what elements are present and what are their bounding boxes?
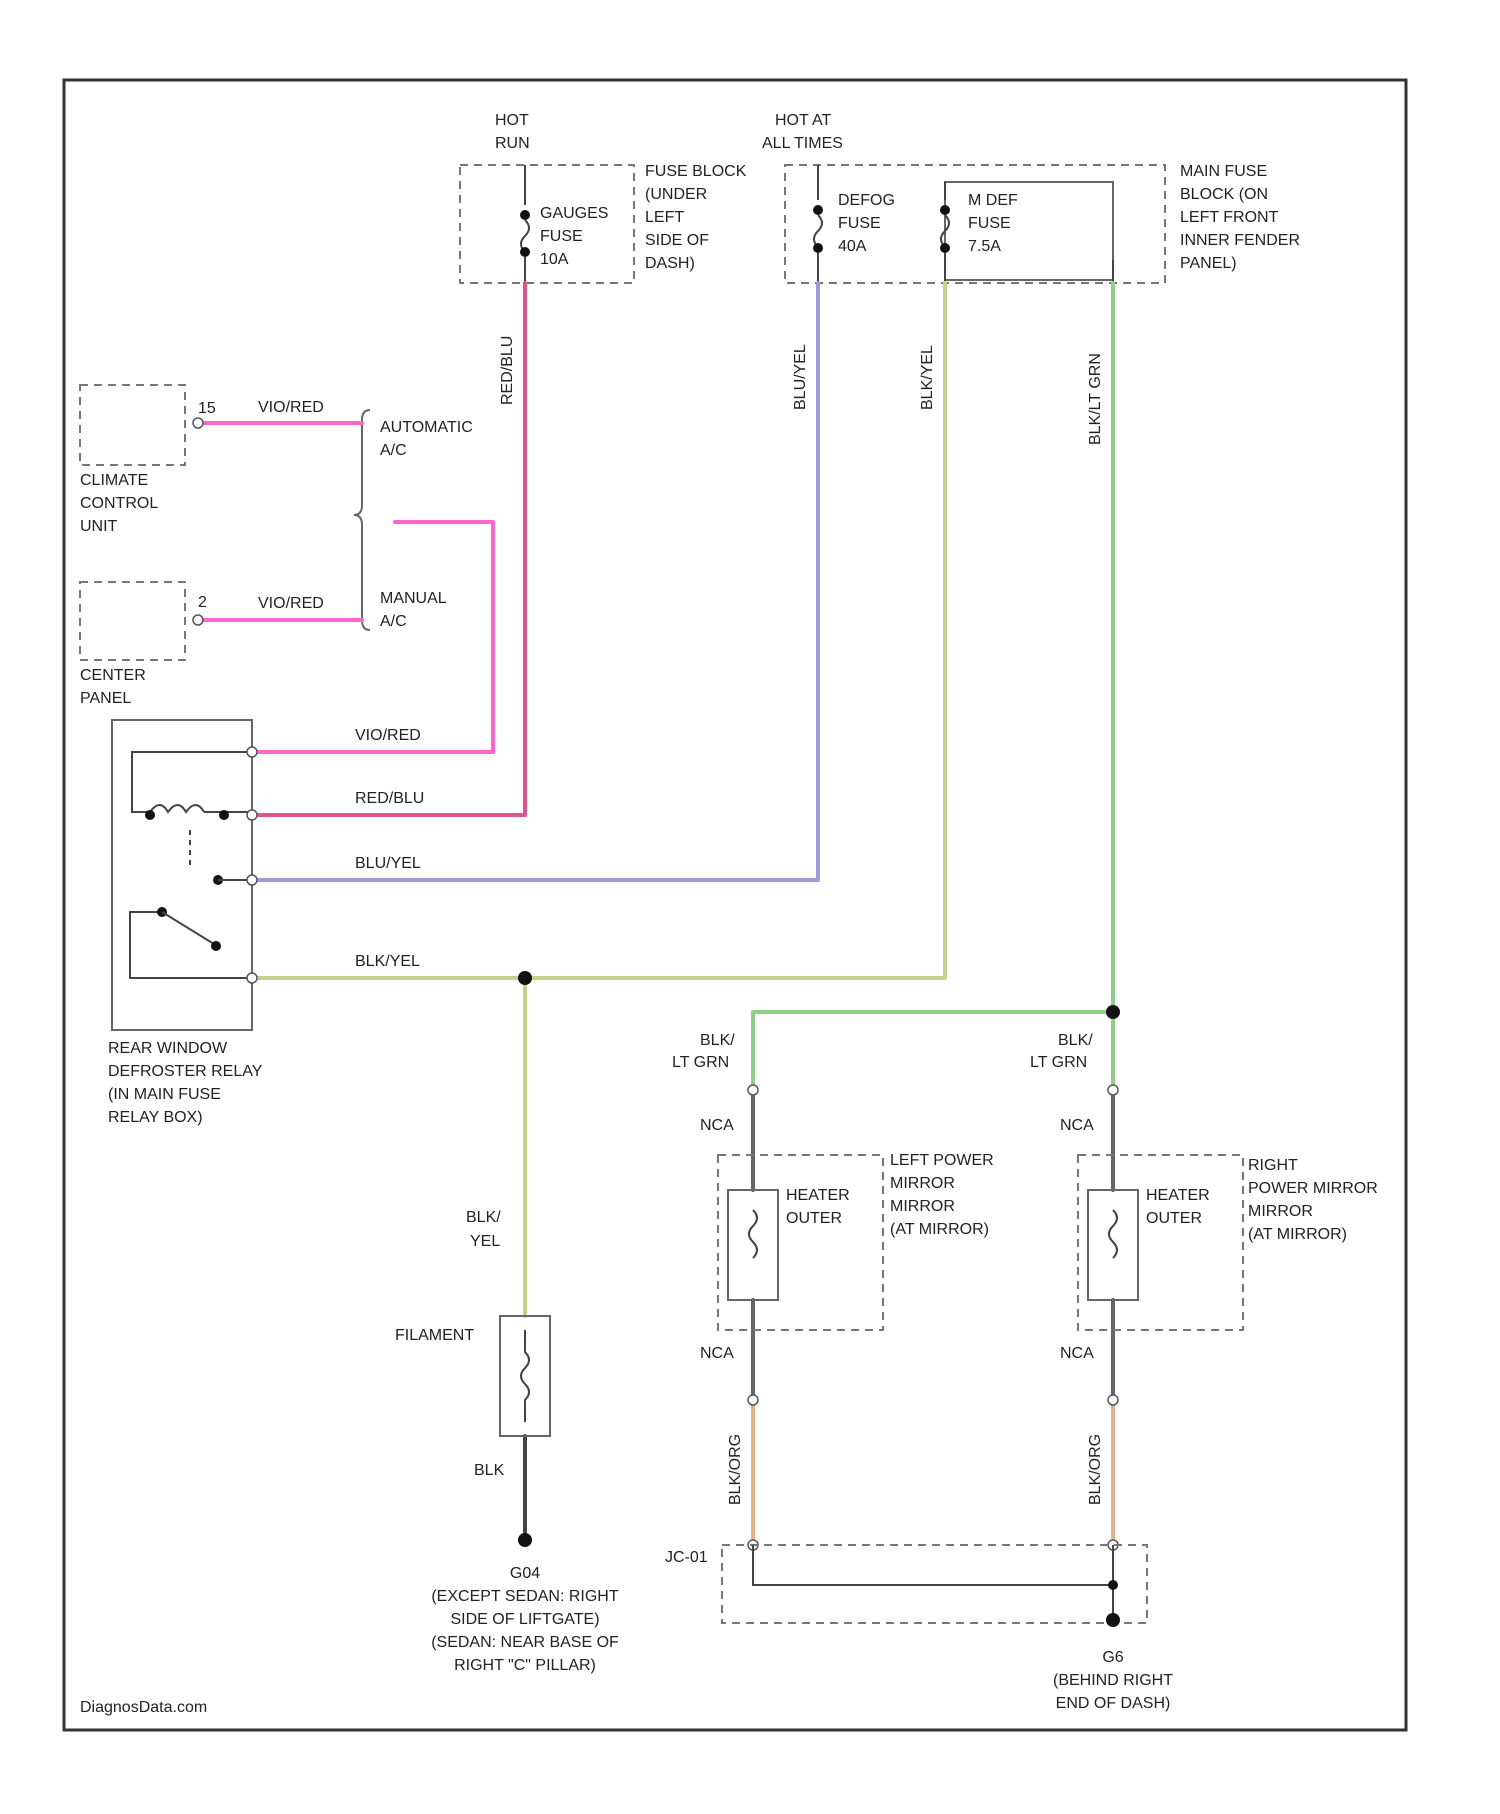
label-red-blu-vertical: RED/BLU bbox=[499, 336, 516, 405]
watermark: DiagnosData.com bbox=[80, 1699, 207, 1716]
pin-relay-3 bbox=[247, 875, 257, 885]
pin-climate bbox=[193, 418, 203, 428]
label-blu-yel-relay: BLU/YEL bbox=[355, 855, 421, 872]
label-blk-yel-vertical: BLK/YEL bbox=[919, 345, 936, 410]
label-red-blu-relay: RED/BLU bbox=[355, 790, 424, 807]
label-nca-left-bottom: NCA bbox=[700, 1345, 734, 1362]
splice-blk-lt-grn bbox=[1106, 1005, 1120, 1019]
wire-blu-yel bbox=[252, 283, 818, 880]
label-blk-org-right: BLK/ORG bbox=[1087, 1434, 1104, 1505]
filament-label: FILAMENT bbox=[395, 1327, 474, 1344]
label-blk-lt-grn-vertical: BLK/LT GRN bbox=[1087, 353, 1104, 445]
pin-left-mirror-in bbox=[748, 1085, 758, 1095]
pin-left-mirror-out bbox=[748, 1395, 758, 1405]
label-blk-lt-grn-left: BLK/LT GRN bbox=[672, 1032, 735, 1071]
label-vio-red-center: VIO/RED bbox=[258, 595, 324, 612]
wire-blk-yel-main bbox=[252, 283, 945, 978]
center-pin-label: 2 bbox=[198, 594, 207, 611]
label-blk: BLK bbox=[474, 1462, 505, 1479]
ground-left-point bbox=[518, 1533, 532, 1547]
joint-connector: JC-01 bbox=[665, 1545, 1147, 1623]
splice-blk-yel bbox=[518, 971, 532, 985]
wire-blk-lt-grn-left bbox=[753, 1012, 1113, 1090]
pin-relay-4 bbox=[247, 973, 257, 983]
pin-center bbox=[193, 615, 203, 625]
label-vio-red-relay: VIO/RED bbox=[355, 727, 421, 744]
climate-pin-label: 15 bbox=[198, 400, 216, 417]
label-blk-org-left: BLK/ORG bbox=[727, 1434, 744, 1505]
pin-right-mirror-in bbox=[1108, 1085, 1118, 1095]
option-brace bbox=[354, 410, 370, 630]
label-nca-right-bottom: NCA bbox=[1060, 1345, 1094, 1362]
pin-relay-1 bbox=[247, 747, 257, 757]
label-blu-yel-vertical: BLU/YEL bbox=[792, 344, 809, 410]
label-blk-lt-grn-right: BLK/LT GRN bbox=[1030, 1032, 1093, 1071]
label-vio-red-climate: VIO/RED bbox=[258, 399, 324, 416]
ground-right-point bbox=[1106, 1613, 1120, 1627]
wire-vio-red-relay bbox=[252, 522, 493, 752]
label-blk-yel-relay: BLK/YEL bbox=[355, 953, 420, 970]
label-nca-right-top: NCA bbox=[1060, 1117, 1094, 1134]
joint-connector-label: JC-01 bbox=[665, 1549, 708, 1566]
pin-relay-2 bbox=[247, 810, 257, 820]
rear-window-filament: FILAMENT bbox=[395, 1316, 550, 1436]
label-blk-yel-filament: BLK/YEL bbox=[466, 1209, 501, 1250]
label-nca-left-top: NCA bbox=[700, 1117, 734, 1134]
pin-right-mirror-out bbox=[1108, 1395, 1118, 1405]
